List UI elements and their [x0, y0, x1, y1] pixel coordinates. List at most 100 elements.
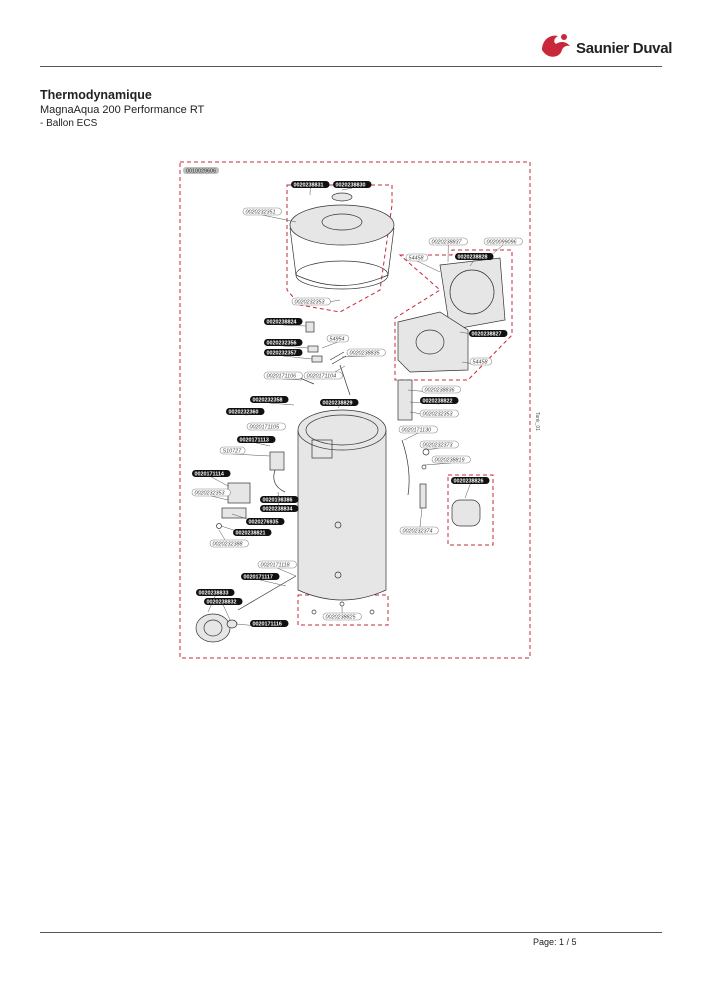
leader-line	[321, 341, 338, 349]
part-number: 0020238830	[336, 182, 366, 188]
leader-line	[426, 447, 440, 451]
part-number-tag: 0020276935	[246, 518, 285, 525]
brand-name: Saunier Duval	[576, 40, 673, 57]
part-number: 0020238834	[263, 506, 293, 512]
part-number-tag: 0020232373	[419, 440, 459, 449]
part-number: 0020276935	[249, 519, 279, 525]
part-number-tag: 0020232374	[399, 526, 439, 535]
part-number: 0020171116	[253, 621, 282, 627]
part-number: 0020232351	[246, 209, 276, 215]
leader-line	[277, 567, 297, 577]
footer-rule	[40, 932, 662, 933]
part-number: 0020238827	[472, 331, 502, 337]
product-name: MagnaAqua 200 Performance RT	[40, 104, 205, 116]
part-number: S10727	[223, 448, 243, 454]
part-number: 0020238824	[267, 319, 297, 325]
leader-line	[337, 405, 340, 409]
part-number: 0020232353	[423, 411, 453, 417]
part-number: 0020198386	[263, 497, 293, 503]
part-number-tag: 0020238826	[451, 477, 490, 484]
part-number: 0020232360	[229, 409, 259, 415]
part-number: 0020238837	[432, 239, 463, 245]
part-number: 0020238825	[326, 614, 357, 620]
part-number-tag: 0020232353	[291, 297, 331, 306]
part-number: 0020232356	[267, 340, 297, 346]
part-number: 0020238822	[423, 398, 453, 404]
part-number: 0020171118	[261, 562, 290, 568]
tank-body-part	[297, 409, 387, 601]
part-number: 0020232373	[423, 442, 453, 448]
part-number-tag: 0020171118	[257, 560, 297, 569]
part-number: 0020238835	[350, 350, 381, 356]
part-number-tag: 0020232353	[191, 488, 231, 497]
part-number-tag: 0020238830	[333, 181, 372, 188]
part-number-tag: 54458	[405, 253, 429, 262]
leader-line	[283, 324, 307, 327]
part-number: 0020238821	[236, 530, 266, 536]
assembly-ref: 0010029606	[186, 169, 216, 175]
part-number: 0020238829	[323, 400, 353, 406]
part-number-tag: 0020238836	[421, 385, 461, 394]
part-number: 0020232358	[253, 397, 283, 403]
part-number-tag: 0020171106	[263, 371, 303, 380]
part-number: 54458	[473, 359, 488, 365]
part-number-tag: 0020232357	[264, 349, 303, 356]
leader-line	[256, 442, 271, 447]
part-number: 0020238831	[294, 182, 324, 188]
part-number-tag: 0020171105	[246, 422, 286, 431]
anode-flange-parts	[195, 575, 375, 643]
part-number-tag: 0020238821	[233, 529, 272, 536]
part-number: 0020232357	[267, 350, 297, 356]
part-number-tag: 0020238833	[196, 589, 235, 596]
part-number-tag: 0020232356	[264, 339, 303, 346]
part-number: 0020238836	[425, 387, 455, 393]
part-number-tag: S10727	[219, 446, 246, 455]
part-number-tag: 54954	[326, 334, 350, 343]
leader-line	[262, 214, 297, 223]
part-number-tag: 0020171104	[303, 371, 343, 380]
leader-line	[211, 476, 229, 487]
part-number-tag: 0020171130	[398, 425, 438, 434]
part-number-tag: 0020238828	[455, 253, 494, 260]
part-number-tag: 0020198386	[260, 496, 299, 503]
leader-line	[283, 345, 309, 349]
compressor-group	[447, 474, 494, 546]
part-number-tag: 0020238822	[420, 397, 459, 404]
leader-line	[341, 187, 353, 191]
page-number: Page: 1 / 5	[533, 937, 577, 947]
top-cover-group	[286, 184, 393, 313]
part-number-tag: 0020238827	[469, 330, 508, 337]
part-number: 54954	[330, 336, 345, 342]
part-number: 0020238819	[435, 457, 465, 463]
part-number: 0020238832	[207, 599, 237, 605]
part-number-tag: 0020238834	[260, 505, 299, 512]
part-number: 0020238826	[454, 478, 484, 484]
part-number-tag: 0020238831	[291, 181, 330, 188]
leader-line	[223, 604, 231, 621]
page-title: Thermodynamique	[40, 88, 152, 102]
section-name: - Ballon ECS	[40, 118, 98, 129]
header-rule	[40, 66, 662, 67]
part-number-tag: 0020238829	[320, 399, 359, 406]
part-number-tag: 0020171116	[250, 620, 289, 627]
compressor-part	[401, 439, 481, 527]
part-number-tag: 0020232358	[250, 396, 289, 403]
part-number: 0020232374	[403, 528, 433, 534]
assembly-frame	[179, 161, 531, 659]
part-number-tag: 0020238819	[431, 455, 471, 464]
leader-line	[260, 579, 287, 587]
leader-line	[424, 462, 452, 466]
top-cover-part	[289, 192, 395, 290]
part-number-tag: 0020238824	[264, 318, 303, 325]
part-number-tag: 0020238835	[346, 348, 386, 357]
part-number: 0020232353	[295, 299, 325, 305]
assembly-ref-tag: 0010029606	[183, 167, 219, 175]
part-number: 0020171113	[240, 437, 269, 443]
leader-line	[232, 453, 271, 457]
leader-line	[283, 355, 313, 360]
part-number-tag: 0020171113	[237, 436, 276, 443]
fan-housing-part	[397, 257, 506, 373]
part-number-tag: 0020232360	[226, 408, 265, 415]
part-number-tag: 0020232388	[209, 539, 249, 548]
